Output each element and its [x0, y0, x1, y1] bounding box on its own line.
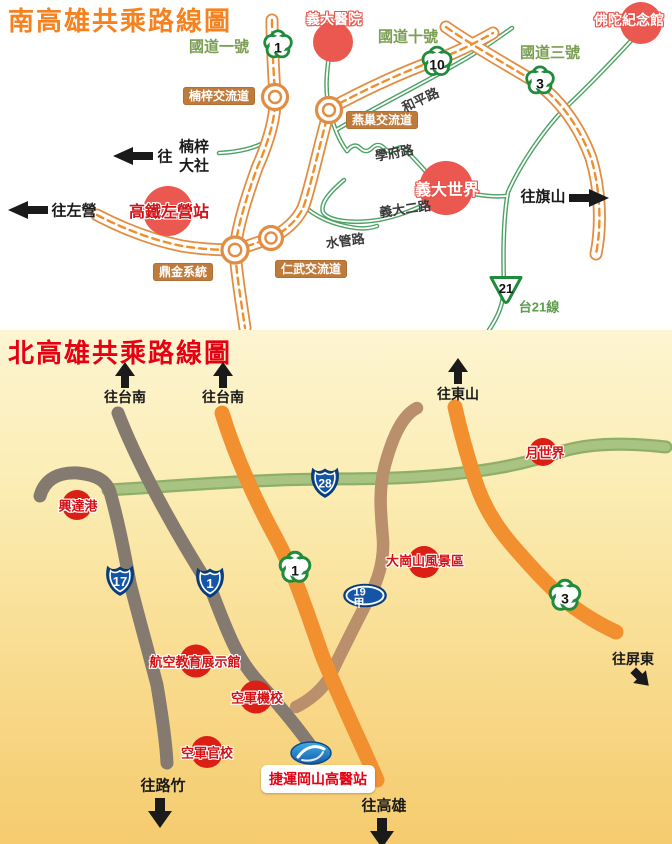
aviation-museum-spot	[179, 644, 213, 678]
dagangshan-spot	[408, 546, 440, 578]
to-nanzi-line2: 大社	[178, 157, 210, 175]
to-zuoying-label: 往左營	[51, 202, 97, 220]
north-kaohsiung-map: 北高雄共乘路線圖 往台南 往台南 往東山 往屏東 往路竹 往高雄 興達港 月世界…	[0, 330, 672, 844]
freeway-10-shield: 10	[418, 43, 456, 86]
route21-label: 台21線	[518, 299, 560, 315]
yida-world-spot	[419, 161, 473, 215]
to-nanzi-line1: 楠梓	[178, 138, 210, 156]
airforce-tech-school-spot	[239, 680, 273, 714]
dingjin-system-box: 鼎金系統	[152, 263, 214, 281]
freeway-1-shield: 1	[260, 27, 296, 68]
down-arrow-icon	[148, 798, 172, 828]
route-19a-shield: 19甲	[342, 583, 388, 614]
freeway1-road	[214, 405, 385, 788]
dagangshan-label: 大崗山風景區	[385, 553, 465, 569]
to-kaohsiung-label: 往高雄	[361, 797, 407, 815]
up-arrow-icon	[448, 358, 468, 384]
route-1-shield: 1	[195, 566, 225, 605]
route-21-shield: 21	[486, 273, 526, 314]
hsr-zuoying-spot	[143, 186, 193, 236]
fgs-memorial-spot	[620, 2, 662, 44]
freeway-3-shield-north: 3	[545, 576, 585, 621]
freeway10-label: 國道十號	[377, 28, 439, 46]
airforce-tech-school-label: 空軍機校	[230, 690, 284, 706]
up-arrow-icon	[115, 362, 135, 388]
freeway3-label: 國道三號	[519, 44, 581, 62]
yida-hospital-spot	[313, 22, 353, 62]
to-tainan-right-label: 往台南	[202, 389, 244, 405]
down-right-arrow-icon	[630, 667, 649, 686]
south-map-title: 南高雄共乘路線圖	[8, 6, 233, 36]
route17-road	[33, 466, 174, 770]
to-nanzi-prefix: 往	[157, 148, 173, 166]
nanzi-interchange-box: 楠梓交流道	[182, 87, 256, 105]
yida-hospital-label: 義大醫院	[306, 11, 362, 27]
moon-world-label: 月世界	[525, 445, 565, 461]
freeway3-road	[447, 399, 624, 640]
route-28-shield: 28	[310, 466, 340, 505]
left-arrow-icon	[8, 201, 48, 219]
moon-world-spot	[529, 438, 557, 466]
freeway1-label: 國道一號	[188, 38, 250, 56]
down-arrow-icon	[370, 818, 394, 844]
xingda-port-spot	[62, 490, 92, 520]
north-map-roads	[33, 399, 672, 788]
xingda-port-label: 興達港	[58, 498, 98, 514]
to-luzhu-label: 往路竹	[140, 777, 186, 795]
south-kaohsiung-map: 南高雄共乘路線圖 國道一號 國道十號 國道三號 台21線 義大醫院 佛陀紀念館 …	[0, 0, 672, 330]
airforce-academy-spot	[191, 736, 223, 768]
mrt-station-box: 捷運岡山高醫站	[261, 765, 375, 793]
right-arrow-icon	[569, 189, 609, 207]
to-pingtung-label: 往屏東	[612, 651, 654, 667]
freeway-1-shield-north: 1	[275, 548, 315, 593]
to-qishan-label: 往旗山	[520, 188, 566, 206]
fgs-memorial-label: 佛陀紀念館	[594, 12, 664, 28]
interchange-rings	[220, 82, 344, 265]
up-arrow-icon	[213, 362, 233, 388]
yanchao-interchange-box: 燕巢交流道	[345, 111, 419, 129]
left-arrow-icon	[113, 147, 153, 165]
to-dongshan-label: 往東山	[437, 386, 479, 402]
aviation-museum-label: 航空教育展示館	[149, 654, 241, 670]
renwu-interchange-box: 仁武交流道	[274, 260, 348, 278]
north-map-title: 北高雄共乘路線圖	[8, 338, 233, 368]
mrt-logo-icon	[290, 741, 332, 765]
hsr-zuoying-label: 高鐵左營站	[128, 204, 210, 221]
freeway-3-shield: 3	[522, 63, 558, 104]
to-tainan-left-label: 往台南	[104, 389, 146, 405]
route1-road	[111, 406, 322, 759]
north-roads	[33, 399, 672, 788]
yida-world-label: 義大世界	[414, 182, 480, 199]
route-17-shield: 17	[105, 564, 135, 603]
airforce-academy-label: 空軍官校	[180, 745, 234, 761]
